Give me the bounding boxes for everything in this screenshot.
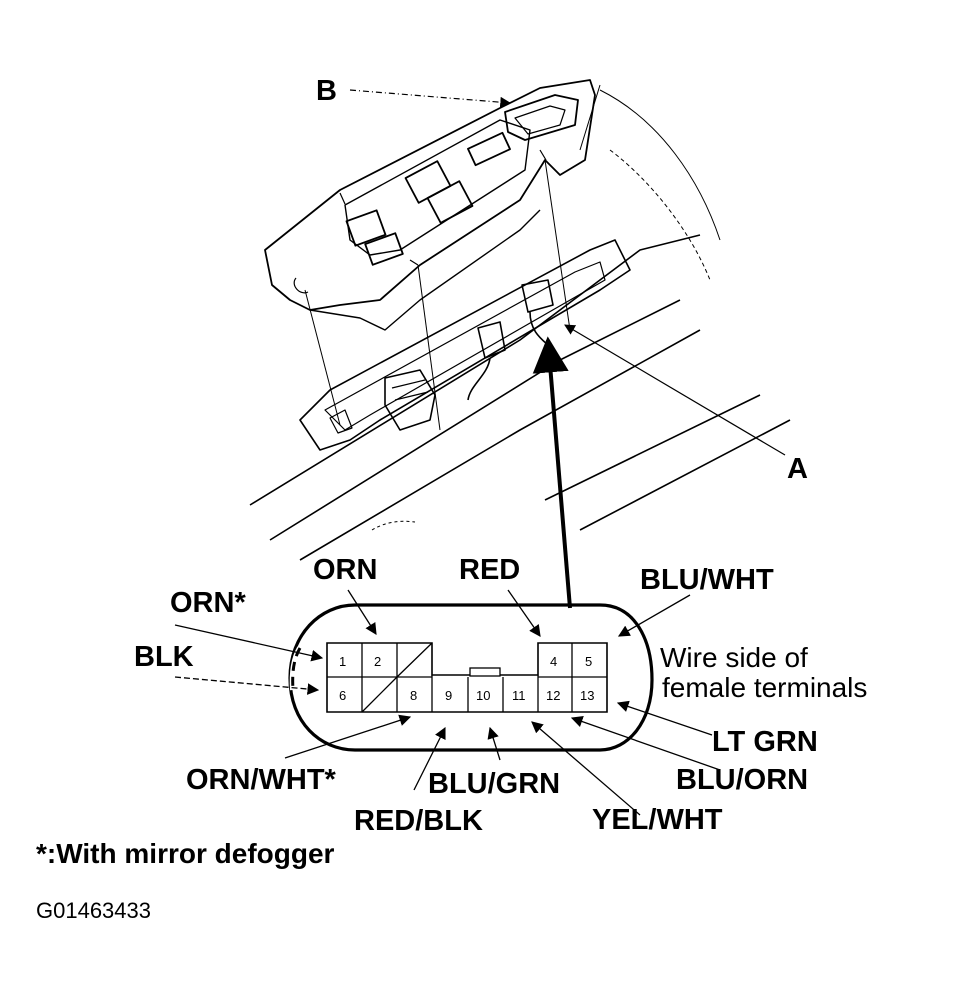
pin-6: 6 [339, 688, 346, 703]
door-panel-illustration [249, 89, 791, 561]
connector-caption-line2: female terminals [662, 672, 867, 703]
assembly-guide-lines [304, 84, 601, 431]
pin-11: 11 [512, 688, 526, 703]
wire-label-orn-star: ORN* [170, 587, 246, 619]
wire-leaders [174, 589, 721, 816]
wire-label-yel-wht: YEL/WHT [592, 804, 723, 836]
callout-a-label: A [787, 453, 808, 485]
pin-10: 10 [476, 688, 490, 703]
pin-13: 13 [580, 688, 594, 703]
pin-2: 2 [374, 654, 381, 669]
wire-label-lt-grn: LT GRN [712, 726, 818, 758]
wire-label-blu-wht: BLU/WHT [640, 564, 774, 596]
master-switch-illustration [264, 79, 596, 331]
figure-code: G01463433 [36, 898, 151, 923]
pin-9: 9 [445, 688, 452, 703]
wire-label-orn-wht-star: ORN/WHT* [186, 764, 337, 796]
wire-label-blu-grn: BLU/GRN [428, 768, 560, 800]
wire-label-blk: BLK [134, 641, 194, 673]
callout-a: A [564, 324, 808, 485]
callout-b-label: B [316, 75, 337, 107]
pin-5: 5 [585, 654, 592, 669]
footnote: *:With mirror defogger [36, 838, 335, 869]
connector-location-arrow [532, 336, 572, 609]
pin-8: 8 [410, 688, 417, 703]
wire-label-blu-orn: BLU/ORN [676, 764, 808, 796]
wire-label-red: RED [459, 554, 520, 586]
polarizing-key [469, 667, 501, 677]
pin-1: 1 [339, 654, 346, 669]
pin-4: 4 [550, 654, 557, 669]
wire-label-red-blk: RED/BLK [354, 805, 483, 837]
wire-label-orn: ORN [313, 554, 377, 586]
callout-b: B [316, 75, 512, 108]
connector-caption-line1: Wire side of [660, 642, 808, 673]
connector-face: 1 2 4 5 6 8 9 10 11 12 13 [288, 603, 654, 752]
pin-12: 12 [546, 688, 560, 703]
